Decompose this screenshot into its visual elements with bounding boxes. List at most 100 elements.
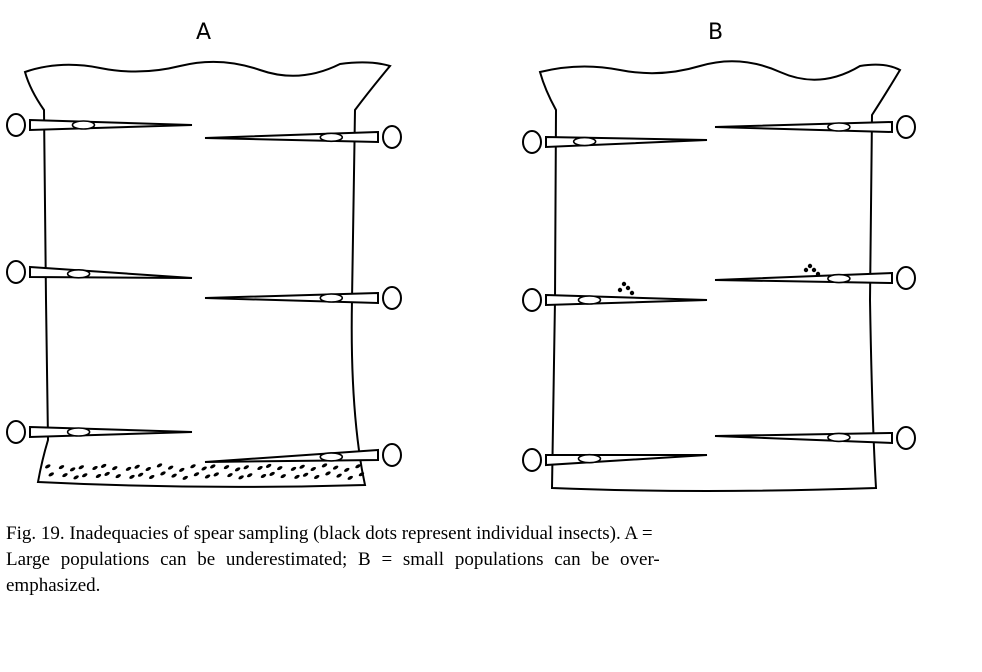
sampling-spear <box>522 130 708 154</box>
insect-dot <box>811 267 817 273</box>
sample-pocket <box>827 273 851 284</box>
insect-dot <box>815 271 821 277</box>
insect-dot <box>137 472 144 477</box>
insect-dot <box>160 471 166 476</box>
insect-dot <box>125 466 132 471</box>
insect-dot <box>201 466 207 471</box>
insect-dot <box>104 471 110 476</box>
insect-dot <box>82 473 88 478</box>
sampling-spear <box>204 286 402 310</box>
insect-dot <box>294 474 300 479</box>
sample-pocket <box>577 453 602 464</box>
sampling-spear <box>714 426 916 450</box>
insect-dot <box>115 474 121 479</box>
insect-dot <box>73 475 79 480</box>
insect-dot <box>807 263 813 269</box>
sample-pocket <box>319 293 344 303</box>
figure-caption: Fig. 19. Inadequacies of spear sampling … <box>6 521 924 599</box>
insect-dot <box>149 474 155 480</box>
spear-handle <box>6 113 26 137</box>
caption-line-3: emphasized. <box>6 575 101 596</box>
insect-dot <box>243 465 249 470</box>
insect-dot <box>45 464 51 469</box>
insect-dot <box>156 463 163 468</box>
insect-dot <box>621 281 627 287</box>
sample-pocket <box>572 136 597 147</box>
insect-dot <box>290 466 297 471</box>
insect-dot <box>617 287 623 293</box>
sampling-spear <box>714 115 916 139</box>
insect-dot <box>358 472 365 477</box>
insect-dot <box>257 465 263 471</box>
spear-handle <box>896 115 916 139</box>
insect-dot <box>134 464 140 469</box>
sample-pocket <box>577 295 602 305</box>
insect-dot <box>171 473 177 478</box>
insect-dot <box>269 471 275 476</box>
insect-dot <box>213 472 219 477</box>
insect-dot <box>78 465 84 470</box>
sampling-spear <box>522 448 708 472</box>
sampling-spear <box>6 113 193 137</box>
insect-dot <box>277 466 283 471</box>
insect-dot <box>95 473 102 479</box>
spear-handle <box>896 266 916 290</box>
insect-dot <box>58 465 65 470</box>
insect-dot <box>336 473 342 478</box>
spear-handle <box>6 420 26 444</box>
panel-a-label: A <box>196 20 212 45</box>
insect-dot <box>100 463 107 468</box>
caption-line-2: Large populations can be underestimated;… <box>6 549 660 570</box>
insect-dot <box>210 464 216 469</box>
sack-b <box>538 60 902 492</box>
spear-handle <box>382 286 402 310</box>
spear-handle <box>522 130 542 154</box>
insect-dot <box>325 471 331 476</box>
insect-dot <box>62 473 68 478</box>
insect-dot <box>332 465 339 470</box>
insect-dot <box>92 465 98 471</box>
insect-dot <box>299 464 305 469</box>
insect-dot <box>803 267 809 273</box>
sampling-spear <box>522 288 708 312</box>
insect-dot <box>344 467 350 472</box>
sampling-spear <box>714 266 916 290</box>
insect-dot <box>190 464 196 469</box>
sample-pocket <box>319 452 344 462</box>
sample-pocket <box>66 427 91 437</box>
spear-sampling-diagram <box>6 60 916 492</box>
insect-dot <box>129 474 135 479</box>
insect-dot <box>167 465 174 470</box>
insect-dot <box>355 464 361 469</box>
sampling-spear <box>6 260 193 284</box>
insect-dot <box>629 290 635 296</box>
insect-dot <box>234 467 241 472</box>
caption-line-1: Fig. 19. Inadequacies of spear sampling … <box>6 523 653 544</box>
insect-dot <box>265 463 272 468</box>
sample-pocket <box>319 132 344 143</box>
spear-handle <box>522 448 542 472</box>
sampling-spear <box>204 125 402 149</box>
insect-dot <box>223 465 230 470</box>
spear-handle <box>896 426 916 450</box>
sample-pocket <box>71 120 96 130</box>
insect-dot <box>280 474 286 479</box>
panel-b-label: B <box>708 20 724 45</box>
sampling-spear <box>204 443 402 467</box>
spear-handle <box>382 443 402 467</box>
insect-dot <box>347 475 353 480</box>
insect-dot <box>182 475 188 480</box>
insect-dot <box>112 466 118 471</box>
insect-dot <box>227 473 233 478</box>
insect-dot <box>69 467 76 472</box>
spear-handle <box>6 260 26 284</box>
insect-dot <box>314 474 320 480</box>
insect-dot <box>145 466 151 472</box>
insect-dot <box>238 475 244 480</box>
sample-pocket <box>66 268 91 279</box>
sampling-spear <box>6 420 193 444</box>
insect-dot <box>260 473 267 479</box>
insect-dot <box>48 472 54 477</box>
insect-dot <box>302 472 309 477</box>
insect-dot <box>193 472 200 477</box>
